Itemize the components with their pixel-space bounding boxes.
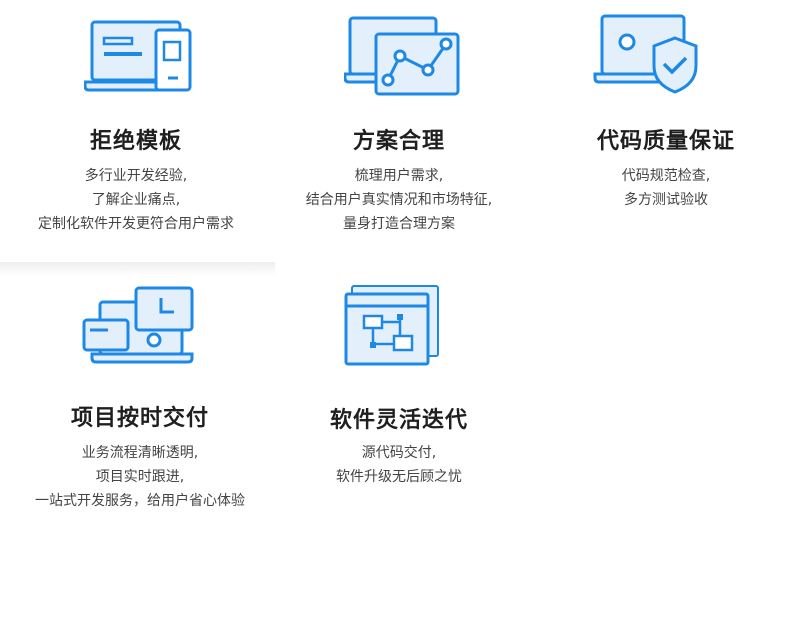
description-line: 项目实时跟进, <box>95 469 185 485</box>
feature-description: 梳理用户需求, 结合用户真实情况和市场特征, 量身打造合理方案 <box>266 164 532 236</box>
feature-description: 源代码交付, 软件升级无后顾之忧 <box>266 441 532 489</box>
description-line: 了解企业痛点, <box>91 192 181 208</box>
description-line: 业务流程清晰透明, <box>81 445 199 461</box>
laptop-chart-icon <box>344 14 462 98</box>
description-line: 代码规范检查, <box>621 168 711 184</box>
laptop-shield-icon <box>593 12 701 96</box>
feature-title: 代码质量保证 <box>596 129 735 154</box>
description-line: 多方测试验收 <box>624 192 708 208</box>
laptop-clock-icon <box>82 282 196 368</box>
description-line: 一站式开发服务，给用户省心体验 <box>35 493 245 509</box>
feature-title: 方案合理 <box>352 129 445 154</box>
description-line: 多行业开发经验, <box>84 168 188 184</box>
feature-description: 代码规范检查, 多方测试验收 <box>532 164 800 212</box>
feature-on-time-delivery: 项目按时交付 业务流程清晰透明, 项目实时跟进, 一站式开发服务，给用户省心体验 <box>0 276 280 516</box>
feature-title: 项目按时交付 <box>70 406 209 431</box>
feature-title: 拒绝模板 <box>89 129 182 154</box>
section-shadow <box>0 262 275 276</box>
description-line: 源代码交付, <box>361 445 437 461</box>
description-line: 定制化软件开发更符合用户需求 <box>38 216 234 232</box>
feature-custom-development: 拒绝模板 多行业开发经验, 了解企业痛点, 定制化软件开发更符合用户需求 <box>0 0 272 240</box>
feature-title: 软件灵活迭代 <box>329 408 468 433</box>
laptop-phone-icon <box>84 16 194 94</box>
description-line: 梳理用户需求, <box>354 168 444 184</box>
description-line: 量身打造合理方案 <box>343 216 455 232</box>
feature-description: 业务流程清晰透明, 项目实时跟进, 一站式开发服务，给用户省心体验 <box>0 441 280 513</box>
description-line: 结合用户真实情况和市场特征, <box>305 192 493 208</box>
description-line: 软件升级无后顾之忧 <box>336 469 462 485</box>
window-flowchart-icon <box>344 284 442 366</box>
feature-code-quality: 代码质量保证 代码规范检查, 多方测试验收 <box>532 0 800 240</box>
feature-description: 多行业开发经验, 了解企业痛点, 定制化软件开发更符合用户需求 <box>0 164 272 236</box>
feature-flexible-iteration: 软件灵活迭代 源代码交付, 软件升级无后顾之忧 <box>266 276 532 516</box>
feature-reasonable-plan: 方案合理 梳理用户需求, 结合用户真实情况和市场特征, 量身打造合理方案 <box>266 0 532 240</box>
